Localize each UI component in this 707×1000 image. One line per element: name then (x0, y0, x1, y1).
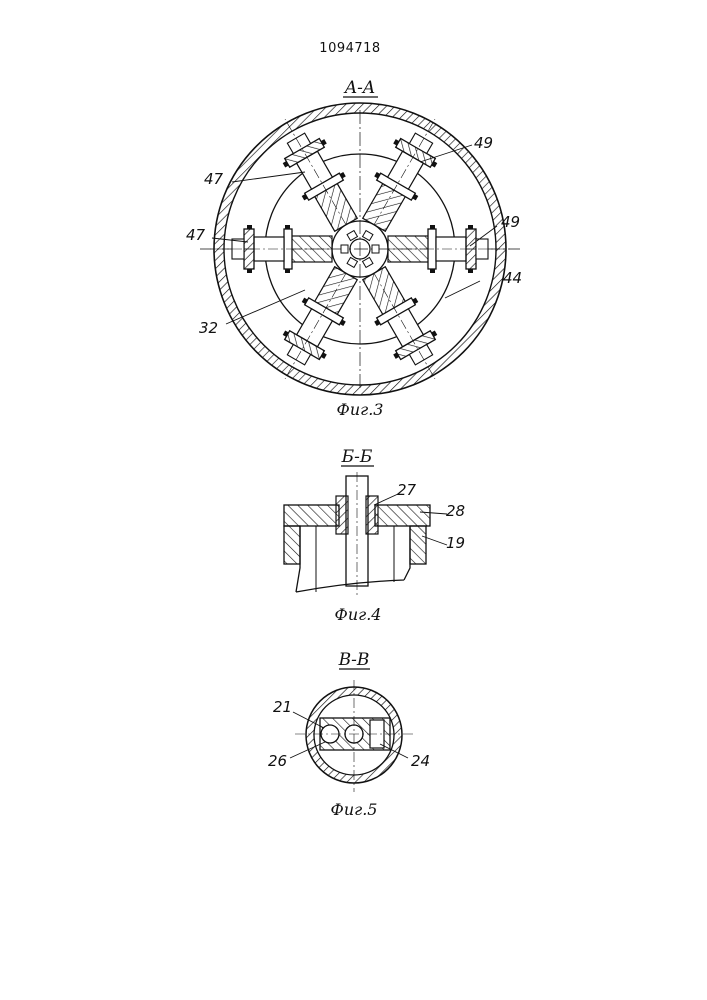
flange-left (284, 505, 339, 526)
figure-3: A-A 47 47 49 49 44 32 Фиг.3 (186, 78, 522, 419)
section-label-fig3: A-A (343, 78, 375, 98)
label-24: 24 (411, 752, 430, 770)
label-26: 26 (268, 752, 287, 770)
label-21: 21 (273, 698, 292, 716)
bushing (336, 496, 348, 534)
figure-5: В-В 21 26 24 Фиг.5 (268, 650, 430, 819)
label-19: 19 (446, 534, 465, 552)
section-label-fig5: В-В (338, 650, 370, 670)
wall-right (410, 526, 426, 564)
document-number: 1094718 (319, 41, 380, 56)
label-47-top: 47 (204, 170, 224, 188)
bushing-right (366, 496, 378, 534)
label-44: 44 (503, 269, 522, 287)
flange-right (375, 505, 430, 526)
caption-fig5: Фиг.5 (331, 800, 378, 819)
section-label-fig4: Б-Б (341, 447, 373, 467)
caption-fig3: Фиг.3 (337, 400, 384, 419)
label-27: 27 (397, 481, 417, 499)
label-32: 32 (199, 319, 218, 337)
figure-4: Б-Б 27 28 19 Фиг.4 (284, 447, 465, 624)
wall-left (284, 526, 300, 564)
label-49-top: 49 (474, 134, 493, 152)
label-47-left: 47 (186, 226, 206, 244)
label-49-right: 49 (501, 213, 520, 231)
caption-fig4: Фиг.4 (335, 605, 382, 624)
label-28: 28 (446, 502, 465, 520)
